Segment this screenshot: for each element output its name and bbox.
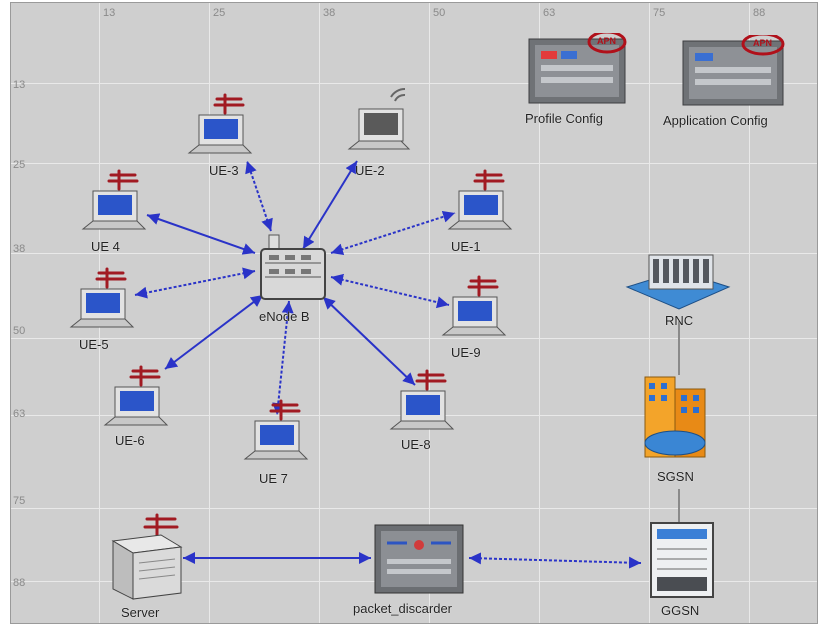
packet-discarder-icon xyxy=(374,524,464,594)
ue-2-node[interactable] xyxy=(337,87,417,153)
base-station-icon xyxy=(260,234,326,300)
grid-line xyxy=(11,163,817,164)
ue-3-label: UE-3 xyxy=(209,163,239,178)
ruler-label-top: 88 xyxy=(753,7,766,19)
ruler-label-left: 63 xyxy=(13,408,26,420)
laptop-antenna-icon xyxy=(103,365,169,426)
enodeb-node[interactable] xyxy=(255,231,331,303)
ue-7-node[interactable] xyxy=(237,399,317,461)
ruler-label-top: 63 xyxy=(543,7,556,19)
link-enodeb-ue6 xyxy=(164,294,264,370)
profile-config-node[interactable]: APN xyxy=(527,30,627,105)
building-icon xyxy=(625,254,731,310)
ue-3-node[interactable] xyxy=(181,93,261,155)
ue-1-label: UE-1 xyxy=(451,239,481,254)
laptop-antenna-icon xyxy=(187,93,253,154)
apn-badge: APN xyxy=(753,38,773,48)
grid-line xyxy=(11,508,817,509)
network-canvas[interactable]: 13 25 38 50 63 75 88 13 25 38 50 63 75 8… xyxy=(10,2,818,624)
link-enodeb-ue8 xyxy=(322,296,416,386)
ue-6-node[interactable] xyxy=(97,365,177,427)
ue-7-label: UE 7 xyxy=(259,471,288,486)
ruler-label-left: 13 xyxy=(13,79,26,91)
link-enodeb-ue3 xyxy=(245,160,273,232)
ue-5-label: UE-5 xyxy=(79,337,109,352)
ue-6-label: UE-6 xyxy=(115,433,145,448)
ue-1-node[interactable] xyxy=(441,169,521,231)
link-discarder-ggsn xyxy=(468,552,642,569)
laptop-antenna-icon xyxy=(447,169,513,230)
laptop-wifi-icon xyxy=(347,87,411,150)
server-label: Server xyxy=(121,605,160,620)
grid-line xyxy=(539,3,540,623)
ue-4-label: UE 4 xyxy=(91,239,120,254)
application-config-label: Application Config xyxy=(663,113,768,128)
laptop-antenna-icon xyxy=(441,275,507,336)
grid-line xyxy=(749,3,750,623)
link-enodeb-ue9 xyxy=(330,273,450,309)
ruler-label-top: 25 xyxy=(213,7,226,19)
grid-line xyxy=(319,3,320,623)
server-node[interactable] xyxy=(107,513,187,603)
sgsn-building-icon xyxy=(644,376,706,458)
link-enodeb-ue2 xyxy=(302,160,358,250)
ggsn-server-icon xyxy=(650,522,714,598)
server-antenna-icon xyxy=(111,513,183,600)
link-enodeb-ue4 xyxy=(146,213,256,255)
sgsn-node[interactable] xyxy=(635,373,725,465)
ruler-label-top: 13 xyxy=(103,7,116,19)
laptop-antenna-icon xyxy=(69,267,135,328)
ue-9-node[interactable] xyxy=(435,275,515,337)
link-enodeb-ue1 xyxy=(330,210,456,256)
grid-line xyxy=(429,3,430,623)
rnc-node[interactable] xyxy=(623,243,733,319)
packet-discarder-node[interactable] xyxy=(373,523,465,595)
ruler-label-left: 88 xyxy=(13,577,26,589)
ruler-label-left: 38 xyxy=(13,243,26,255)
grid-line xyxy=(11,83,817,84)
ruler-label-left: 75 xyxy=(13,495,26,507)
ruler-label-top: 75 xyxy=(653,7,666,19)
apn-badge: APN xyxy=(597,36,617,46)
application-config-node[interactable]: APN xyxy=(681,32,785,107)
packet-discarder-label: packet_discarder xyxy=(353,601,452,616)
grid-line xyxy=(649,3,650,623)
rnc-label: RNC xyxy=(665,313,694,328)
laptop-antenna-icon xyxy=(389,369,455,430)
laptop-antenna-icon xyxy=(243,399,309,460)
profile-config-icon xyxy=(528,30,627,104)
ue-4-node[interactable] xyxy=(75,169,155,231)
ruler-label-left: 25 xyxy=(13,159,26,171)
link-enodeb-ue7 xyxy=(272,300,294,416)
link-enodeb-ue5 xyxy=(134,267,256,299)
laptop-antenna-icon xyxy=(81,169,147,230)
profile-config-label: Profile Config xyxy=(525,111,604,126)
ue-5-node[interactable] xyxy=(63,267,143,329)
ue-8-node[interactable] xyxy=(383,369,463,431)
application-config-icon xyxy=(682,32,785,106)
ue-2-label: UE-2 xyxy=(355,163,385,178)
ggsn-label: GGSN xyxy=(661,603,700,618)
sgsn-label: SGSN xyxy=(657,469,694,484)
ue-9-label: UE-9 xyxy=(451,345,481,360)
ue-8-label: UE-8 xyxy=(401,437,431,452)
enodeb-label: eNode B xyxy=(259,309,310,324)
ruler-label-top: 50 xyxy=(433,7,446,19)
ggsn-node[interactable] xyxy=(647,519,717,599)
links-layer xyxy=(134,160,680,569)
ruler-label-top: 38 xyxy=(323,7,336,19)
ruler-label-left: 50 xyxy=(13,325,26,337)
